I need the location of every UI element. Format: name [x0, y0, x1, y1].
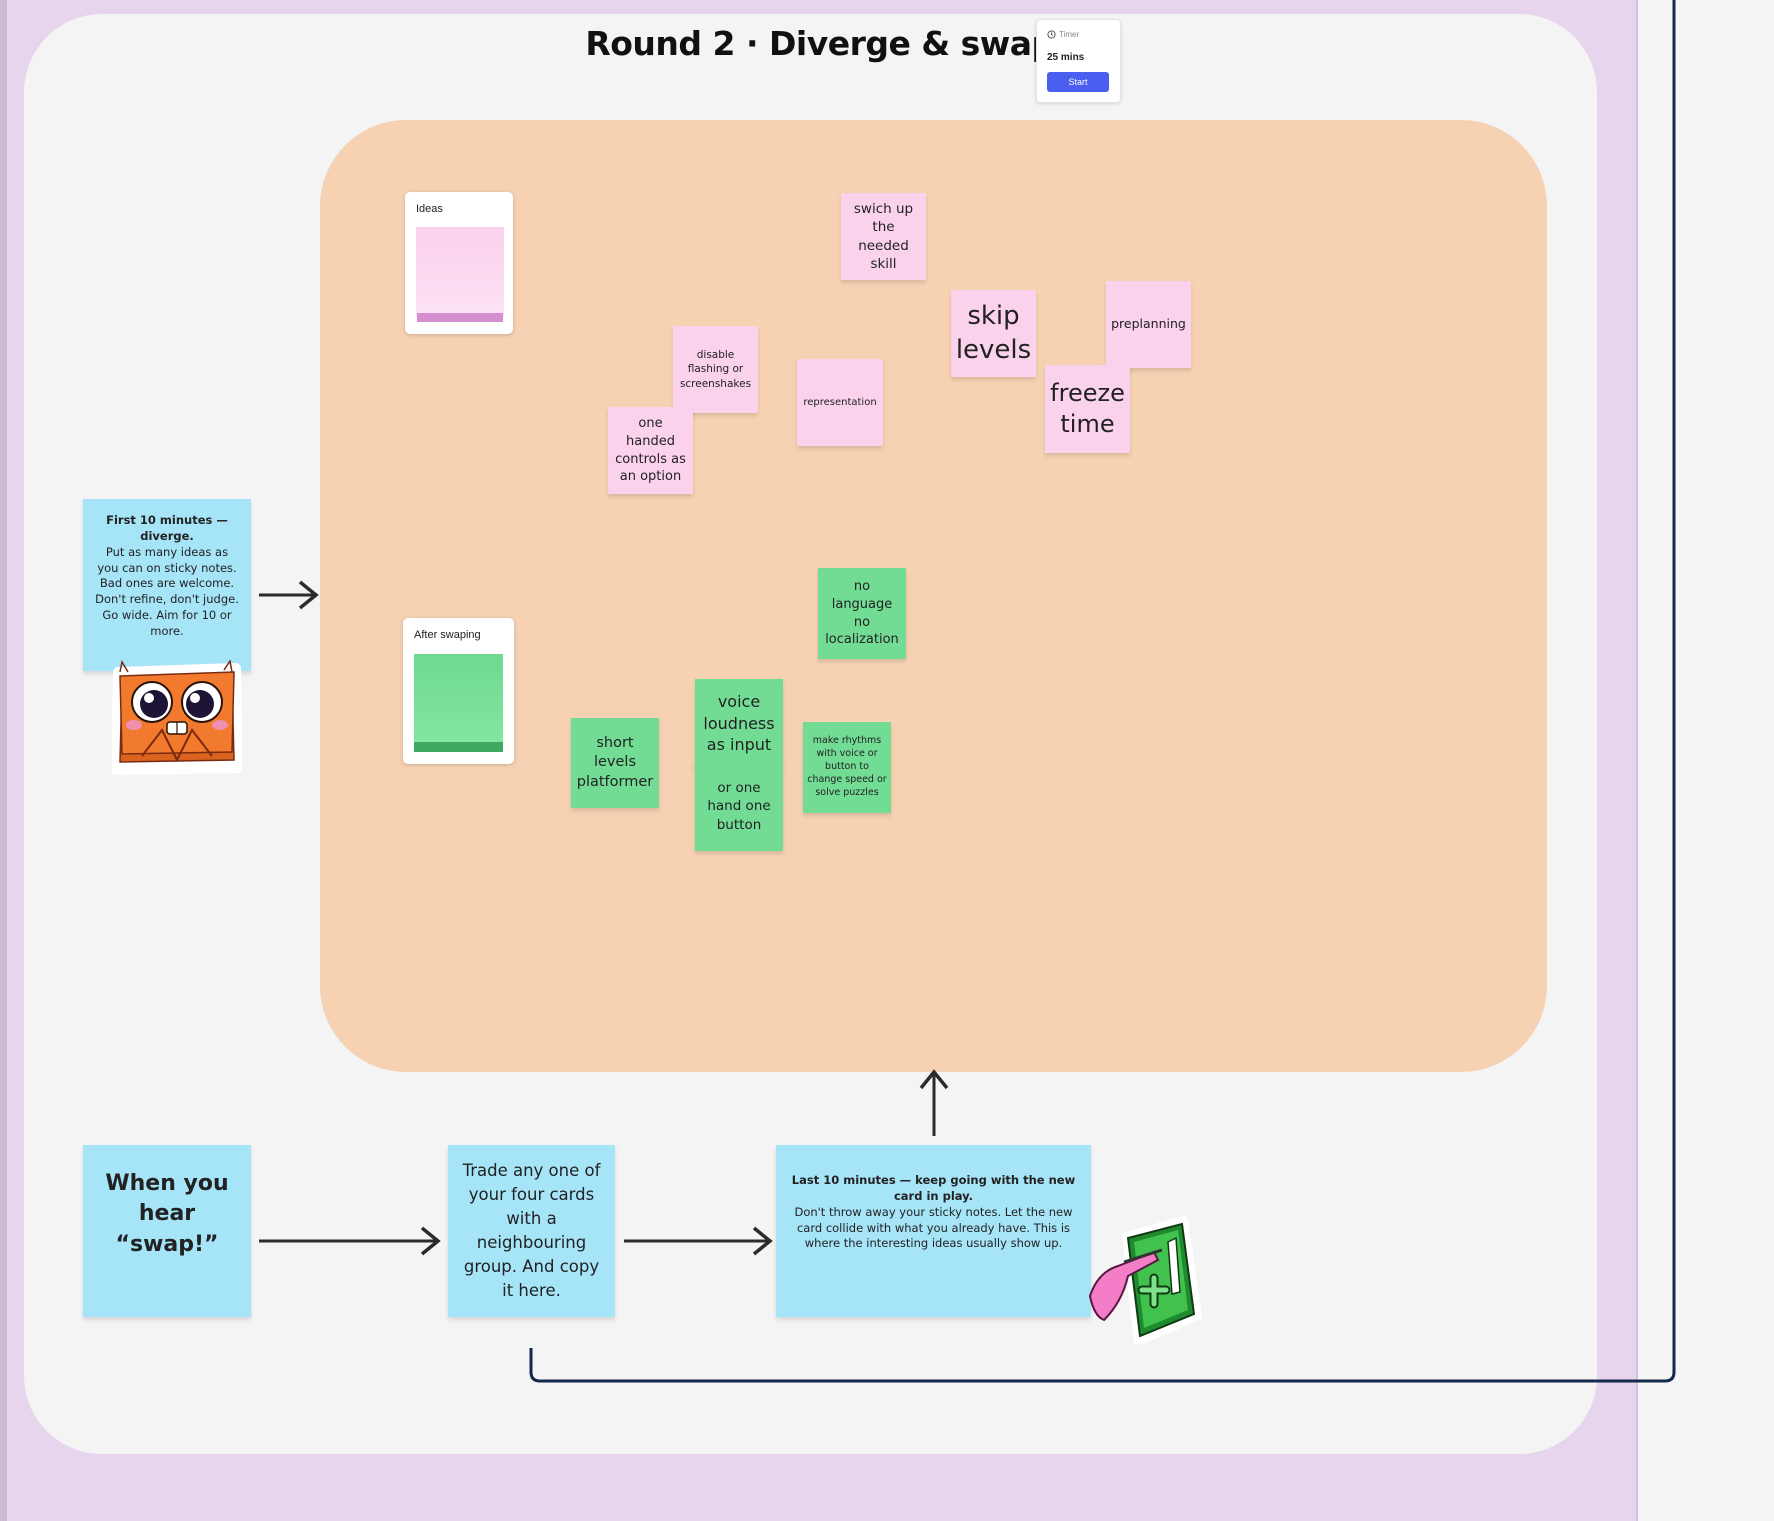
green-sticky-swatch [414, 654, 503, 746]
trade-instruction-note[interactable]: Trade any one of your four cards with a … [448, 1145, 615, 1317]
diverge-instruction-body: Put as many ideas as you can on sticky n… [95, 544, 239, 639]
swap-cue-note[interactable]: When you hear “swap!” [83, 1145, 251, 1317]
board-left-edge [0, 0, 7, 1521]
idea-note[interactable]: skip levels [951, 290, 1036, 377]
timer-label: Timer [1059, 30, 1080, 39]
idea-note[interactable]: disable flashing or screenshakes [673, 326, 758, 413]
plus-one-sticker[interactable] [1088, 1216, 1202, 1344]
idea-note[interactable]: swich up the needed skill [841, 193, 926, 280]
swap-note[interactable]: make rhythms with voice or button to cha… [803, 722, 891, 813]
after-swap-legend-label: After swaping [414, 629, 481, 641]
swap-note[interactable]: voice loudness as input [695, 679, 783, 768]
ideas-legend-label: Ideas [416, 203, 443, 215]
green-sticky-pad-edge [414, 742, 503, 752]
monster-sticker[interactable] [112, 660, 242, 782]
arrow-trade-to-last[interactable] [624, 1226, 773, 1256]
swap-note[interactable]: no language no localization [818, 568, 906, 659]
timer-header: Timer [1047, 30, 1079, 39]
idea-note[interactable]: freeze time [1045, 365, 1130, 453]
timer-duration: 25 mins [1047, 52, 1085, 63]
swap-note[interactable]: short levels platformer [571, 718, 659, 808]
board-title[interactable]: Round 2 · Diverge & swap [585, 24, 1055, 63]
arrow-diverge-to-area[interactable] [259, 580, 319, 610]
idea-note[interactable]: one handed controls as an option [608, 407, 693, 494]
idea-note[interactable]: preplanning [1106, 281, 1191, 368]
after-swap-legend-card[interactable]: After swaping [403, 618, 514, 764]
pink-sticky-swatch [416, 227, 504, 317]
arrow-swap-to-trade[interactable] [259, 1226, 441, 1256]
loop-connector[interactable] [529, 0, 1676, 1383]
last-minutes-instruction-title: Last 10 minutes — keep going with the ne… [791, 1173, 1076, 1203]
idea-note[interactable]: representation [797, 359, 883, 446]
diverge-instruction-note[interactable]: First 10 minutes — diverge. Put as many … [83, 499, 251, 671]
last-minutes-instruction-note[interactable]: Last 10 minutes — keep going with the ne… [776, 1145, 1091, 1317]
timer-start-button[interactable]: Start [1047, 72, 1109, 92]
timer-widget[interactable]: Timer 25 mins Start [1036, 19, 1121, 103]
clock-icon [1047, 30, 1056, 39]
pink-sticky-pad-edge [417, 313, 503, 322]
ideas-area[interactable] [320, 120, 1547, 1072]
swap-note[interactable]: or one hand one button [695, 762, 783, 851]
last-minutes-instruction-body: Don't throw away your sticky notes. Let … [794, 1204, 1073, 1251]
ideas-legend-card[interactable]: Ideas [405, 192, 513, 334]
arrow-last-to-area[interactable] [919, 1069, 949, 1136]
diverge-instruction-title: First 10 minutes — diverge. [106, 513, 228, 543]
